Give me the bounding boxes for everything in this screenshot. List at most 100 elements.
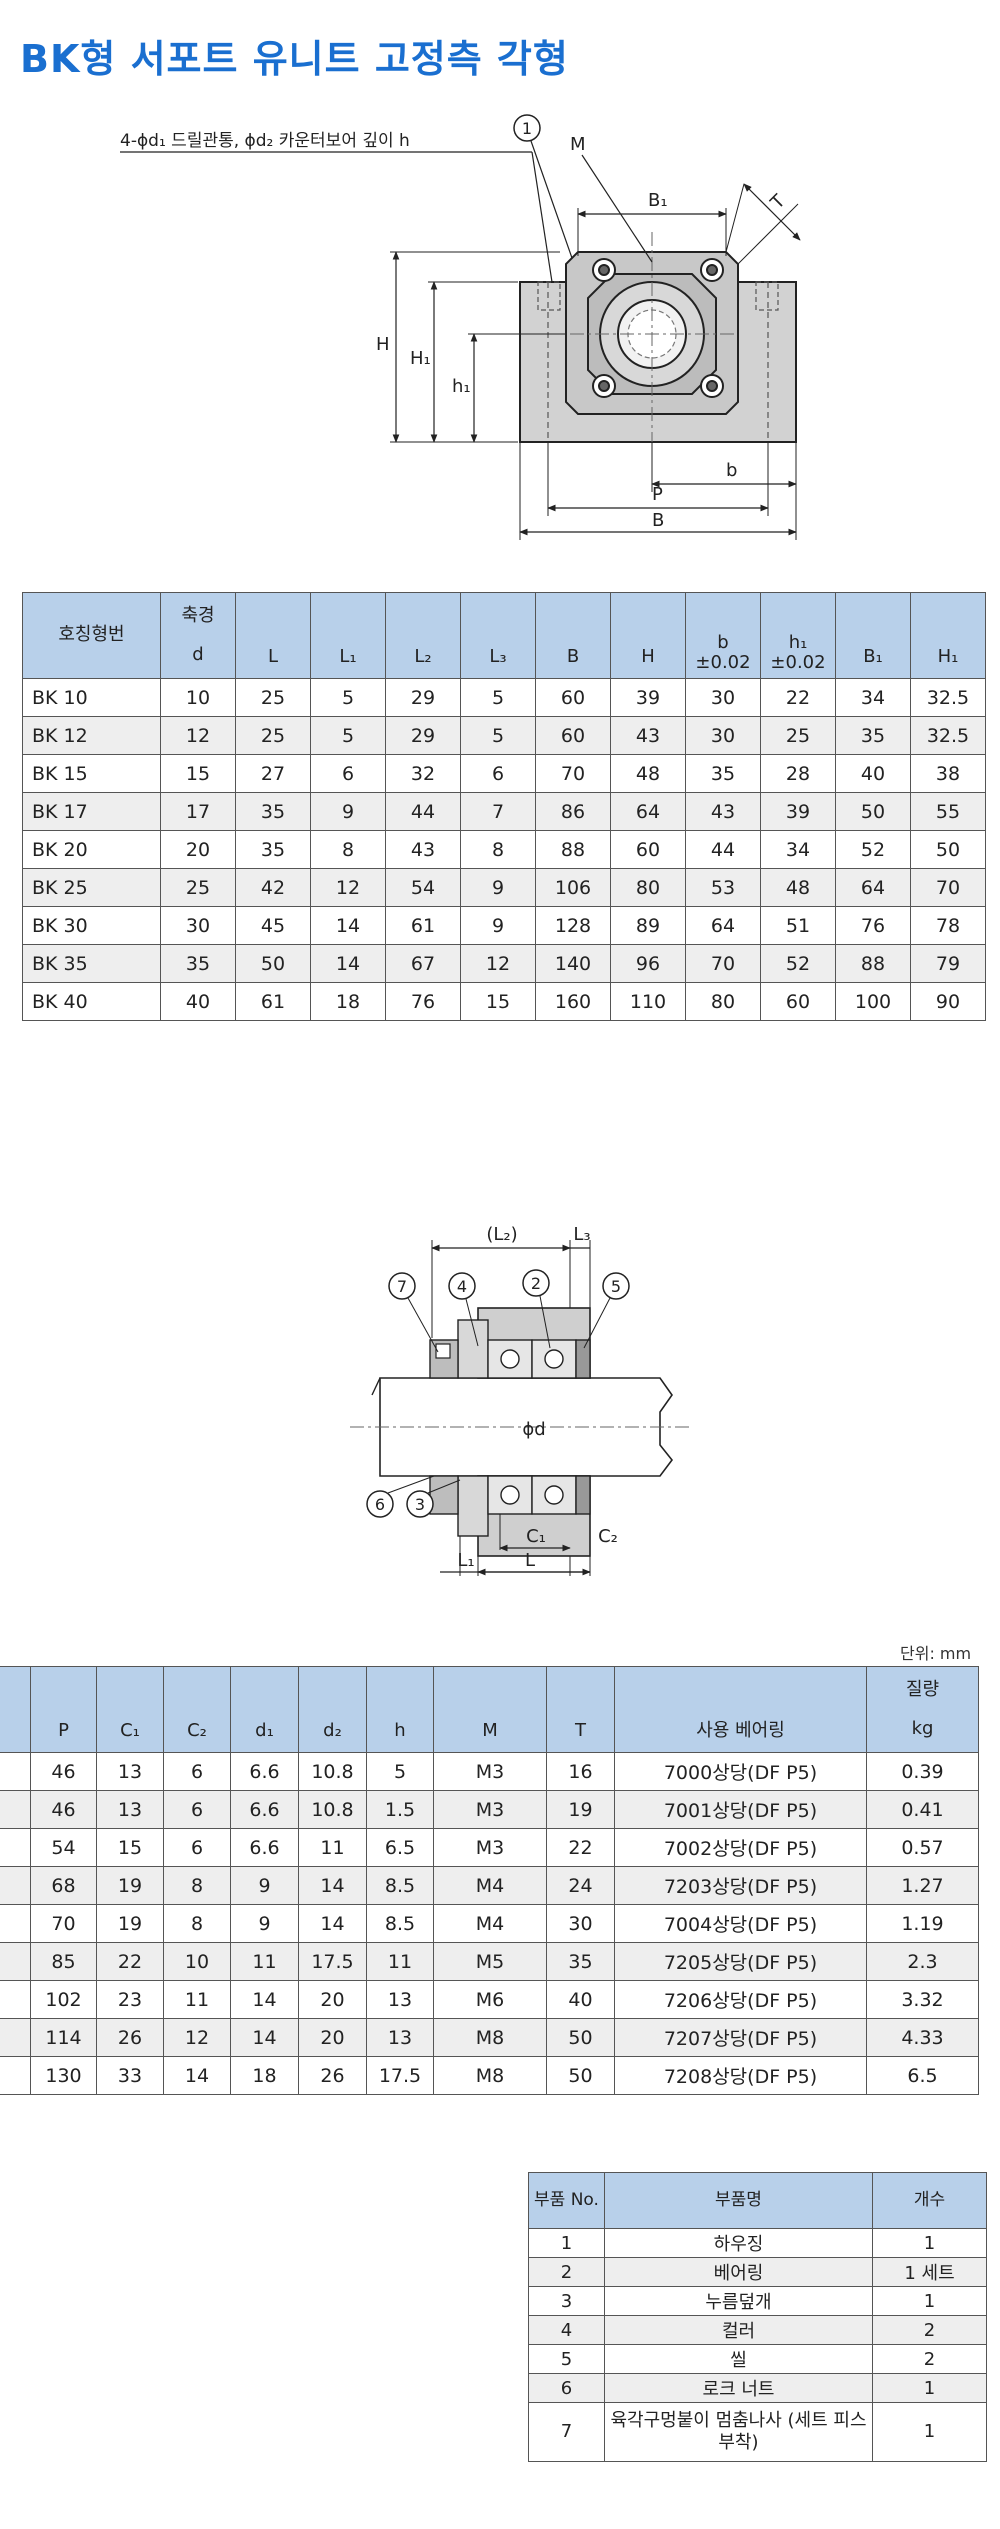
- table-cell: 10.8: [298, 1790, 367, 1829]
- table-cell: 14: [310, 906, 386, 945]
- table-cell: 25: [235, 716, 311, 755]
- table-cell: 32: [385, 754, 461, 793]
- page-title: BK형 서포트 유니트 고정측 각형: [20, 37, 569, 81]
- svg-text:H₁: H₁: [410, 348, 431, 369]
- table-cell: 22: [546, 1828, 615, 1867]
- table-cell: 34: [835, 678, 911, 717]
- table-cell: 1.5: [366, 1790, 434, 1829]
- table-cell: 5: [310, 678, 386, 717]
- table-cell: 9: [460, 906, 536, 945]
- svg-text:5: 5: [611, 1277, 621, 1296]
- table-cell: 컬러: [604, 2315, 873, 2345]
- header-bearing: 사용 베어링: [614, 1666, 867, 1753]
- table-cell: 1 세트: [872, 2257, 987, 2287]
- header-part-qty: 개수: [872, 2172, 987, 2229]
- header-M: M: [433, 1666, 547, 1753]
- table-cell: 50: [235, 944, 311, 983]
- table-cell: 5: [460, 716, 536, 755]
- table-cell: 9: [230, 1904, 299, 1943]
- table-cell: 64: [685, 906, 761, 945]
- table-cell: 110: [610, 982, 686, 1021]
- table-cell: 80: [685, 982, 761, 1021]
- table-cell: 29: [385, 716, 461, 755]
- svg-text:2: 2: [531, 1274, 541, 1293]
- table-cell: 80: [610, 868, 686, 907]
- table-cell: 3.32: [866, 1980, 979, 2019]
- table-cell: 96: [610, 944, 686, 983]
- svg-text:4: 4: [457, 1277, 467, 1296]
- header-L3: L₃: [460, 592, 536, 679]
- table-cell: 53: [685, 868, 761, 907]
- table-cell: 70: [30, 1904, 97, 1943]
- drill-note: 4-ϕd₁ 드릴관통, ϕd₂ 카운터보어 깊이 h: [120, 131, 410, 151]
- table-cell: 7001상당(DF P5): [614, 1790, 867, 1829]
- table-cell: 50: [835, 792, 911, 831]
- table-cell: 44: [385, 792, 461, 831]
- table-cell: 18: [230, 2056, 299, 2095]
- table-cell-cut-off: [0, 1904, 31, 1943]
- table-cell: 0.57: [866, 1828, 979, 1867]
- table-cell: 11: [366, 1942, 434, 1981]
- table-cell: 86: [535, 792, 611, 831]
- table-cell: 30: [546, 1904, 615, 1943]
- table-cell: 160: [535, 982, 611, 1021]
- top-view-drawing: 4-ϕd₁ 드릴관통, ϕd₂ 카운터보어 깊이 h 1 M B₁ T H H₁…: [120, 114, 801, 540]
- table-cell: 20: [160, 830, 236, 869]
- table-cell: 14: [163, 2056, 231, 2095]
- table-cell: 7206상당(DF P5): [614, 1980, 867, 2019]
- table-cell: 45: [235, 906, 311, 945]
- table-cell: BK 12: [22, 716, 161, 755]
- table-cell: 11: [230, 1942, 299, 1981]
- table-cell: 7207상당(DF P5): [614, 2018, 867, 2057]
- table-cell: 2: [872, 2315, 987, 2345]
- table-cell: 50: [910, 830, 986, 869]
- header-L2: L₂: [385, 592, 461, 679]
- table-cell: 20: [298, 2018, 367, 2057]
- table-cell: 2: [528, 2257, 605, 2287]
- table-cell: 11: [298, 1828, 367, 1867]
- table-cell: 6: [163, 1790, 231, 1829]
- header-C1: C₁: [96, 1666, 164, 1753]
- table-cell: 10.8: [298, 1752, 367, 1791]
- table-cell: M8: [433, 2056, 547, 2095]
- table-cell: 88: [835, 944, 911, 983]
- table-cell: 35: [546, 1942, 615, 1981]
- table-cell: 30: [685, 716, 761, 755]
- table-cell: 39: [760, 792, 836, 831]
- header-C2: C₂: [163, 1666, 231, 1753]
- table-cell: 79: [910, 944, 986, 983]
- table-cell: 43: [610, 716, 686, 755]
- table-cell: 61: [235, 982, 311, 1021]
- table-cell-cut-off: [0, 1828, 31, 1867]
- bearings-lower: [487, 1475, 591, 1515]
- svg-text:3: 3: [415, 1495, 425, 1514]
- table-cell: 13: [366, 1980, 434, 2019]
- table-cell: 12: [310, 868, 386, 907]
- header-L: L: [235, 592, 311, 679]
- table-cell: 40: [546, 1980, 615, 2019]
- table-cell: 48: [760, 868, 836, 907]
- table-cell: 8: [163, 1866, 231, 1905]
- table-cell: M8: [433, 2018, 547, 2057]
- table-cell: 1: [528, 2228, 605, 2258]
- table-cell-cut-off: [0, 1866, 31, 1905]
- table-cell: 35: [835, 716, 911, 755]
- table-cell: 1: [872, 2228, 987, 2258]
- svg-text:M: M: [570, 134, 586, 155]
- table-cell: 베어링: [604, 2257, 873, 2287]
- table-cell-cut-off: [0, 1790, 31, 1829]
- header-d2: d₂: [298, 1666, 367, 1753]
- table-cell: M3: [433, 1752, 547, 1791]
- table-cell: 9: [230, 1866, 299, 1905]
